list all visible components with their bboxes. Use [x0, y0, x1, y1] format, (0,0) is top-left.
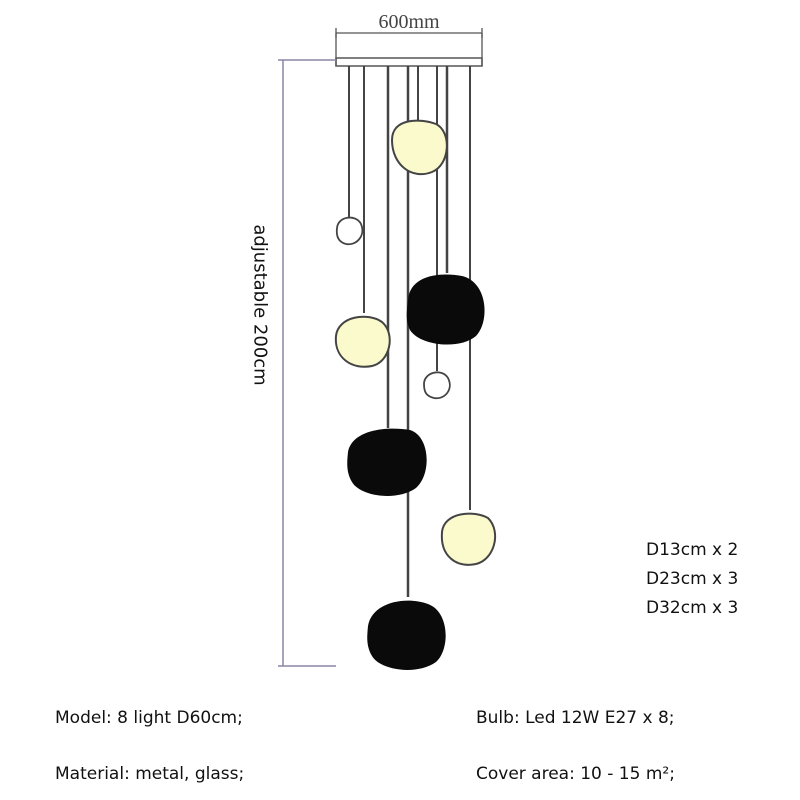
- height-label: adjustable 200cm: [249, 224, 271, 386]
- pendant-black-large: [367, 600, 446, 670]
- shade-sizes: D13cm x 2 D23cm x 3 D32cm x 3: [646, 536, 738, 623]
- width-label: 600mm: [378, 11, 440, 33]
- pendant-glass-small: [335, 216, 364, 246]
- spec-material: Material: metal, glass;: [55, 764, 245, 784]
- pendant-glass-medium: [390, 119, 448, 176]
- size-item: D13cm x 2: [646, 540, 739, 560]
- size-item: D23cm x 3: [646, 569, 739, 589]
- pendant-glass-medium: [334, 315, 391, 368]
- pendant-glass-small: [423, 371, 451, 400]
- pendant-black-large: [406, 274, 485, 345]
- pendant-black-large: [347, 428, 427, 496]
- canopy: [335, 57, 483, 67]
- spec-cover-area: Cover area: 10 - 15 m²;: [476, 764, 675, 784]
- spec-bulb: Bulb: Led 12W E27 x 8;: [476, 708, 675, 728]
- height-dimension: [278, 59, 336, 667]
- pendant-glass-medium: [440, 512, 497, 566]
- size-item: D32cm x 3: [646, 598, 739, 618]
- spec-model: Model: 8 light D60cm;: [55, 708, 243, 728]
